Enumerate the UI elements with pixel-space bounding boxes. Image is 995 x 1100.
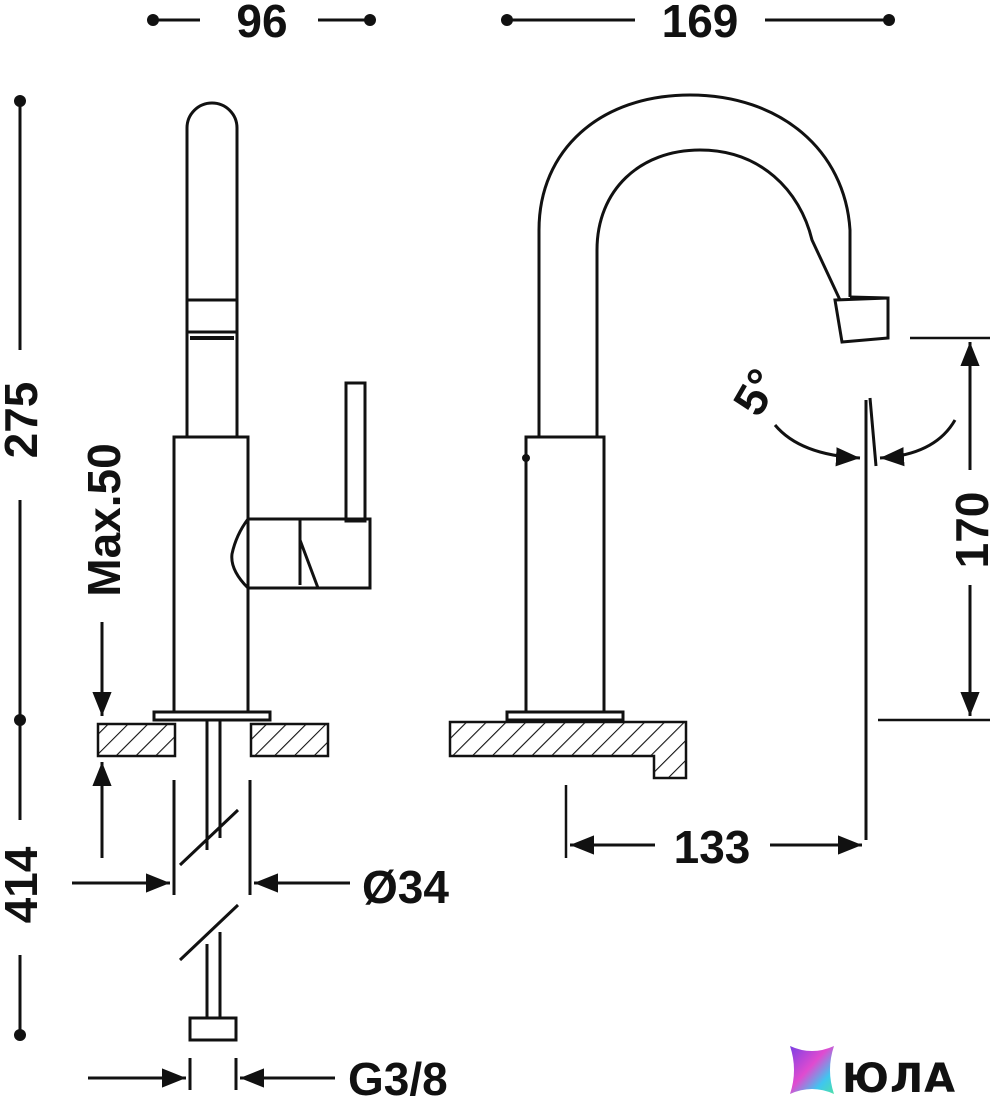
- dimension-label-275: 275: [0, 382, 47, 459]
- logo-text: ЮЛА: [842, 1056, 956, 1100]
- countertop-side: [448, 720, 688, 780]
- dimension-170: 170: [878, 336, 995, 722]
- dimension-top-169: 169: [501, 0, 895, 47]
- angle-label: 5°: [723, 360, 790, 424]
- dimension-g38: G3/8: [88, 1053, 448, 1100]
- countertop-front: [96, 722, 330, 758]
- dimension-133: 133: [564, 785, 862, 873]
- dimension-max-50: Max.50: [78, 443, 130, 858]
- dimension-label-d34: Ø34: [362, 861, 449, 913]
- faucet-front-view: [152, 101, 372, 722]
- dimension-label-414: 414: [0, 846, 47, 923]
- dimension-label-133: 133: [674, 821, 751, 873]
- dimension-label-169: 169: [662, 0, 739, 47]
- faucet-side-view: [505, 93, 890, 722]
- dimension-diameter-34: Ø34: [72, 861, 449, 913]
- dimension-label-g38: G3/8: [348, 1053, 448, 1100]
- dimension-top-96: 96: [147, 0, 376, 47]
- brand-logo: ЮЛА: [790, 1046, 956, 1100]
- dimension-left-vertical: 275 414: [0, 95, 47, 1041]
- dimension-label-170: 170: [946, 492, 995, 569]
- star-gradient-icon: [790, 1046, 834, 1094]
- dimension-label-max50: Max.50: [78, 443, 130, 596]
- supply-pipe: [172, 720, 252, 1042]
- angle-5-degree: 5°: [723, 360, 957, 840]
- dimension-label-96: 96: [236, 0, 287, 47]
